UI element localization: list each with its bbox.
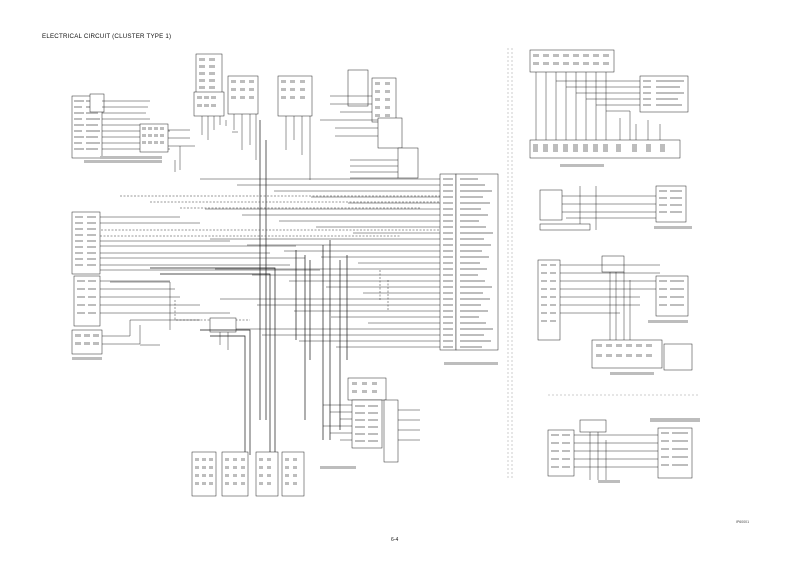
connector-pin — [443, 304, 453, 306]
connector-pin-label — [460, 316, 479, 318]
connector-pin — [443, 286, 453, 288]
connector-pin — [443, 214, 453, 216]
connector-pin — [443, 274, 453, 276]
connector-pin — [443, 220, 453, 222]
page-title: ELECTRICAL CIRCUIT (CLUSTER TYPE 1) — [42, 33, 172, 40]
connector-pin-label — [460, 232, 493, 234]
connector-pin-label — [460, 208, 481, 210]
connector-pin-label — [460, 202, 490, 204]
connector-pin — [443, 298, 453, 300]
page-number: 6-4 — [391, 537, 399, 543]
connector-pin — [443, 268, 453, 270]
drawing-code: IP60001 — [736, 520, 750, 524]
connector-pin — [443, 238, 453, 240]
connector-pin-label — [460, 274, 478, 276]
connector-pin — [443, 184, 453, 186]
connector-pin — [443, 208, 453, 210]
connector-pin-label — [460, 178, 478, 180]
connector-pin — [443, 328, 453, 330]
connector-pin — [443, 190, 453, 192]
connector-pin-label — [460, 238, 484, 240]
connector-pin — [443, 316, 453, 318]
connector-pin — [443, 280, 453, 282]
connector-pin-label — [460, 298, 490, 300]
connector-pin-label — [460, 334, 484, 336]
connector-pin — [443, 292, 453, 294]
connector-pin-label — [460, 244, 491, 246]
connector-pin — [443, 232, 453, 234]
connector-pin-label — [460, 268, 487, 270]
connector-top-center — [193, 53, 225, 117]
connector-left-middle — [71, 211, 103, 355]
connector-pin — [443, 226, 453, 228]
connector-pin-label — [460, 322, 486, 324]
connector-pin-label — [460, 184, 485, 186]
connector-pin-label — [460, 250, 482, 252]
connector-pin — [443, 262, 453, 264]
sub-diagram-4 — [547, 418, 700, 483]
connector-pin-label — [460, 220, 479, 222]
connector-pin — [443, 340, 453, 342]
connector-pin — [443, 256, 453, 258]
connector-pin-label — [460, 340, 491, 342]
connector-pin-label — [460, 226, 486, 228]
sub-diagram-3 — [537, 255, 693, 375]
sub-diagram-1 — [529, 49, 689, 167]
connector-pin — [443, 334, 453, 336]
connector-pin — [443, 202, 453, 204]
connector-pin — [443, 322, 453, 324]
connector-pin — [443, 178, 453, 180]
connector-pin-label — [460, 262, 480, 264]
connector-pin-label — [460, 286, 492, 288]
connector-pin-label — [460, 328, 493, 330]
connector-pin — [443, 310, 453, 312]
connector-pin — [443, 196, 453, 198]
connector-pin-label — [460, 214, 488, 216]
main-schematic — [71, 53, 499, 497]
connector-pin — [443, 244, 453, 246]
connector-pin-label — [460, 256, 489, 258]
connector-pin-label — [460, 304, 481, 306]
connector-pin-label — [460, 280, 485, 282]
connector-pin-label — [460, 310, 488, 312]
connector-pin-label — [460, 346, 482, 348]
connector-pin — [443, 346, 453, 348]
connector-pin-label — [460, 292, 483, 294]
sub-diagram-2 — [539, 185, 692, 231]
connector-pin — [443, 250, 453, 252]
connector-pin-label — [460, 196, 483, 198]
connector-pin-label — [460, 190, 492, 192]
